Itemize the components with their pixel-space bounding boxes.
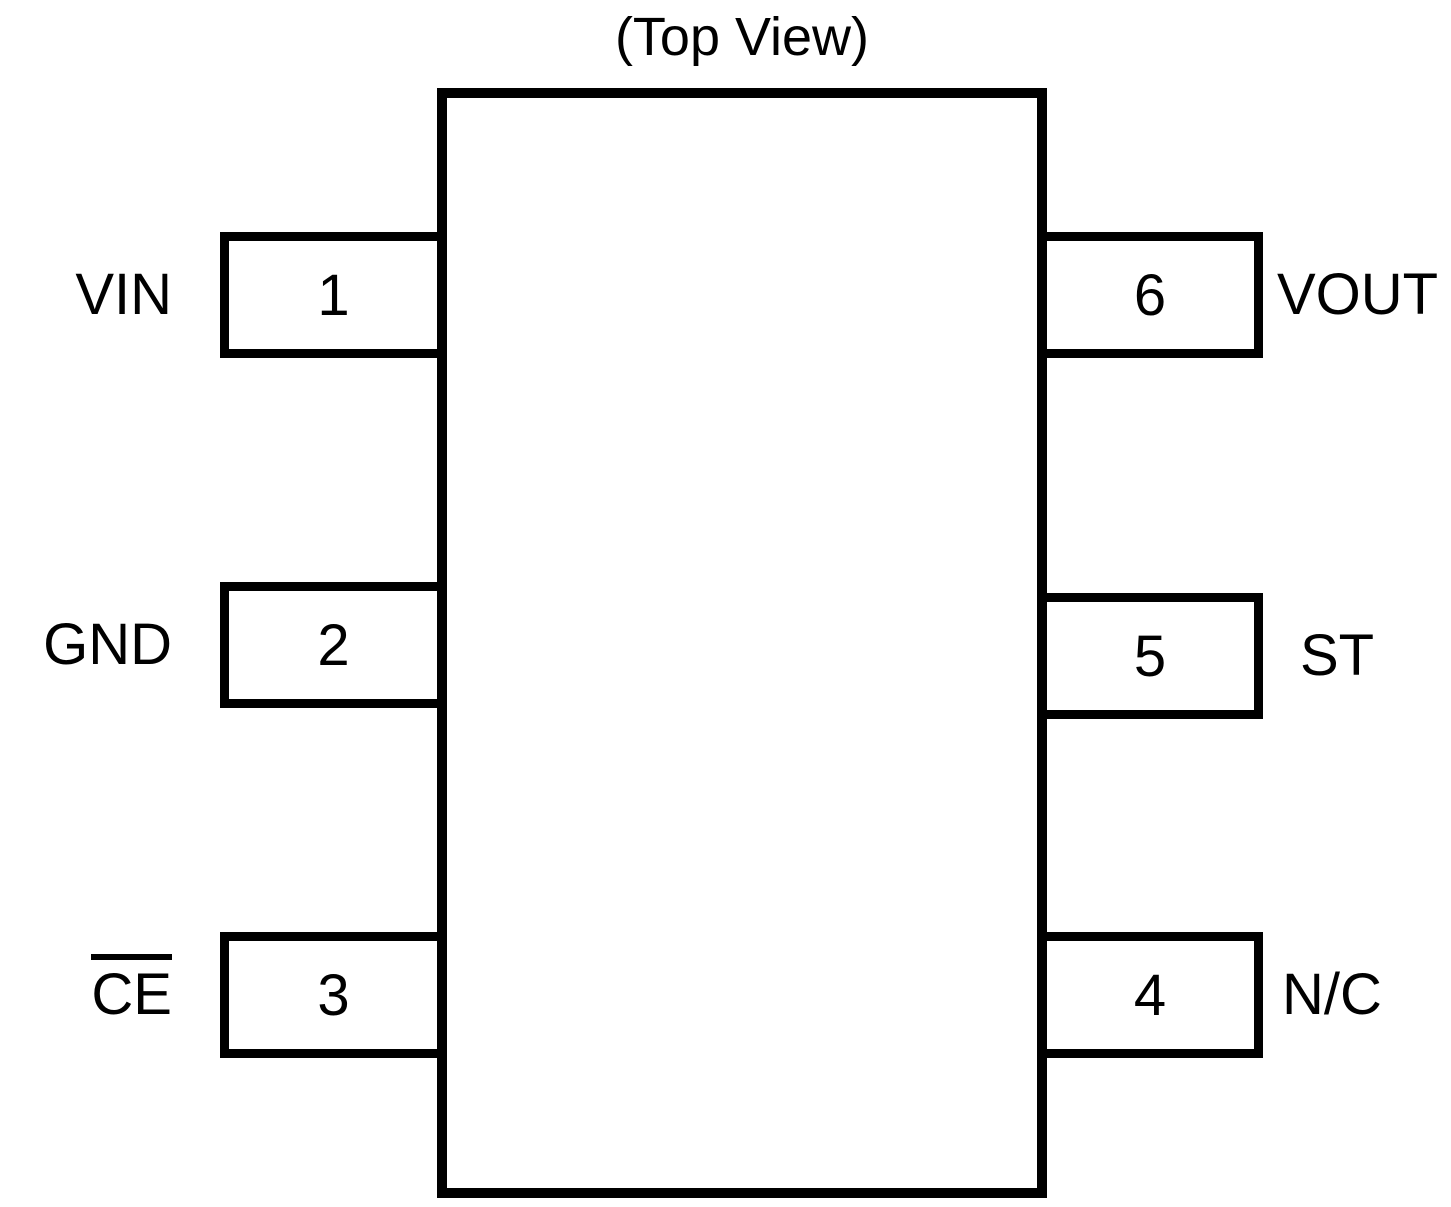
pin-5-number: 5 <box>1133 623 1167 689</box>
pin-6-label-vout: VOUT <box>1277 232 1438 358</box>
pin-5-label-st: ST <box>1300 593 1374 719</box>
pin-5-box: 5 <box>1037 593 1263 719</box>
pin-2-box: 2 <box>220 582 447 708</box>
pin-3-number: 3 <box>317 962 350 1028</box>
pin-1-number: 1 <box>317 262 350 328</box>
pin-2-label-gnd: GND <box>0 582 172 708</box>
pin-6-box: 6 <box>1037 232 1263 358</box>
pin-6-label-text: VOUT <box>1277 262 1439 327</box>
pin-5-label-text: ST <box>1300 623 1375 688</box>
pin-4-box: 4 <box>1037 932 1263 1058</box>
pin-6-number: 6 <box>1133 262 1167 328</box>
pin-1-label-vin: VIN <box>0 232 172 358</box>
pin-3-label-text: CE <box>91 954 172 1027</box>
pin-3-label-ce: CE <box>0 932 172 1058</box>
pin-2-label-text: GND <box>43 612 172 677</box>
pin-1-label-text: VIN <box>75 262 172 327</box>
pin-4-number: 4 <box>1133 962 1167 1028</box>
diagram-title: (Top View) <box>614 7 870 67</box>
pin-4-label-nc: N/C <box>1282 932 1382 1058</box>
ic-package-body <box>437 88 1047 1198</box>
pin-1-box: 1 <box>220 232 447 358</box>
pin-3-box: 3 <box>220 932 447 1058</box>
pin-2-number: 2 <box>317 612 350 678</box>
pin-4-label-text: N/C <box>1282 962 1382 1027</box>
